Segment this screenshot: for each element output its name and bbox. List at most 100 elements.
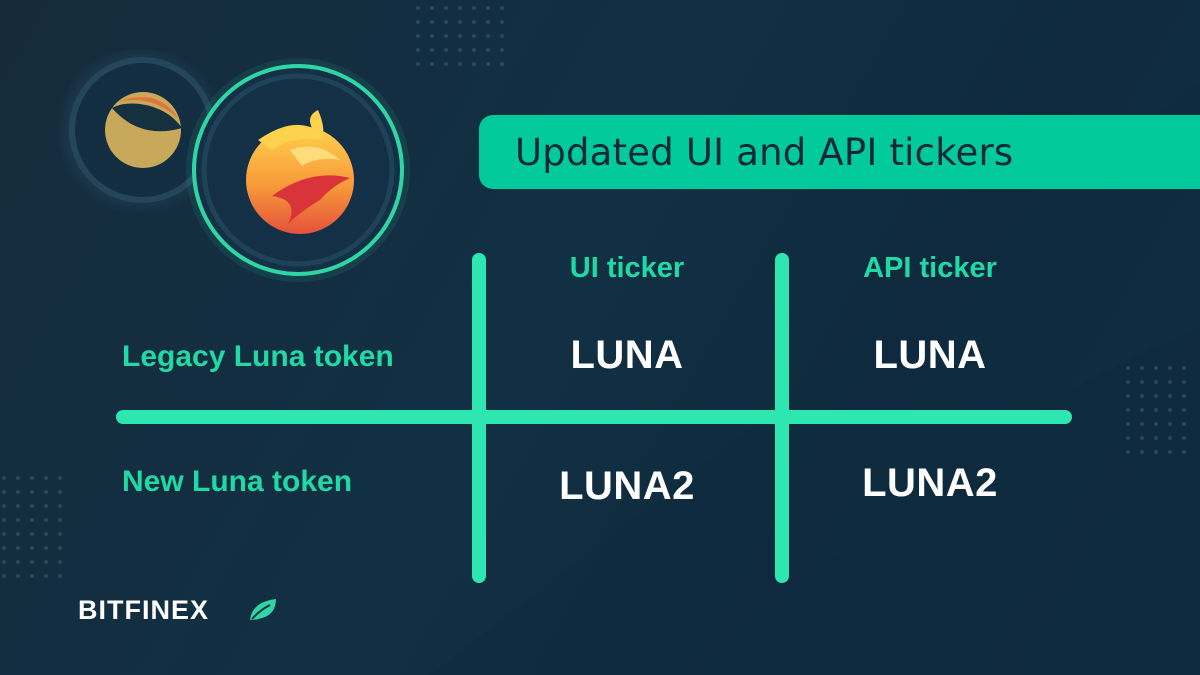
decor-dot — [472, 6, 476, 10]
decor-dot — [444, 34, 448, 38]
row-label-new: New Luna token — [122, 465, 353, 498]
decor-dot — [1168, 450, 1172, 454]
decor-dot — [2, 532, 6, 536]
decor-dot — [458, 62, 462, 66]
dot-grid-left — [2, 476, 62, 578]
decor-dot — [1126, 422, 1130, 426]
decor-dot — [58, 504, 62, 508]
decor-dot — [430, 20, 434, 24]
decor-dot — [416, 48, 420, 52]
decor-dot — [1140, 366, 1144, 370]
decor-dot — [486, 20, 490, 24]
decor-dot — [486, 34, 490, 38]
decor-dot — [1126, 366, 1130, 370]
decor-dot — [1168, 408, 1172, 412]
decor-dot — [1182, 436, 1186, 440]
luna-new-coin-icon — [186, 58, 410, 282]
decor-dot — [16, 560, 20, 564]
decor-dot — [58, 490, 62, 494]
decor-dot — [444, 62, 448, 66]
decor-dot — [1182, 366, 1186, 370]
decor-dot — [1154, 408, 1158, 412]
decor-dot — [1126, 408, 1130, 412]
decor-dot — [2, 504, 6, 508]
decor-dot — [1140, 394, 1144, 398]
decor-dot — [1154, 422, 1158, 426]
decor-dot — [1140, 380, 1144, 384]
decor-dot — [2, 518, 6, 522]
decor-dot — [58, 574, 62, 578]
decor-dot — [472, 62, 476, 66]
decor-dot — [444, 6, 448, 10]
decor-dot — [1140, 436, 1144, 440]
decor-dot — [2, 476, 6, 480]
decor-dot — [2, 490, 6, 494]
decor-dot — [1182, 422, 1186, 426]
decor-dot — [500, 48, 504, 52]
decor-dot — [30, 476, 34, 480]
decor-dot — [1168, 422, 1172, 426]
decor-dot — [1140, 422, 1144, 426]
decor-dot — [44, 518, 48, 522]
decor-dot — [58, 546, 62, 550]
decor-dot — [16, 546, 20, 550]
page-title: Updated UI and API tickers — [515, 131, 1014, 174]
decor-dot — [16, 532, 20, 536]
decor-dot — [430, 62, 434, 66]
decor-dot — [1182, 380, 1186, 384]
decor-dot — [486, 48, 490, 52]
decor-dot — [1140, 450, 1144, 454]
decor-dot — [458, 34, 462, 38]
decor-dot — [458, 48, 462, 52]
decor-dot — [44, 546, 48, 550]
decor-dot — [58, 518, 62, 522]
dot-grid-right — [1126, 366, 1186, 454]
decor-dot — [1126, 450, 1130, 454]
decor-dot — [416, 6, 420, 10]
decor-dot — [430, 34, 434, 38]
decor-dot — [58, 560, 62, 564]
decor-dot — [16, 518, 20, 522]
cell-legacy-ui: LUNA — [570, 333, 684, 377]
decor-dot — [472, 48, 476, 52]
decor-dot — [416, 20, 420, 24]
decor-dot — [1126, 380, 1130, 384]
decor-dot — [1182, 394, 1186, 398]
cell-legacy-api: LUNA — [873, 333, 987, 377]
decor-dot — [500, 6, 504, 10]
decor-dot — [486, 62, 490, 66]
decor-dot — [1126, 394, 1130, 398]
decor-dot — [416, 62, 420, 66]
decor-dot — [2, 546, 6, 550]
decor-dot — [458, 6, 462, 10]
decor-dot — [458, 20, 462, 24]
coin-group — [55, 50, 410, 282]
decor-dot — [44, 574, 48, 578]
decor-dot — [1168, 394, 1172, 398]
decor-dot — [30, 560, 34, 564]
decor-dot — [30, 532, 34, 536]
decor-dot — [500, 62, 504, 66]
column-header-ui-ticker: UI ticker — [569, 252, 685, 284]
decor-dot — [30, 490, 34, 494]
decor-dot — [430, 6, 434, 10]
decor-dot — [2, 574, 6, 578]
decor-dot — [444, 20, 448, 24]
decor-dot — [416, 34, 420, 38]
decor-dot — [1182, 408, 1186, 412]
decor-dot — [1168, 380, 1172, 384]
decor-dot — [500, 20, 504, 24]
row-label-legacy: Legacy Luna token — [122, 340, 394, 373]
brand-logo-text: BITFINEX — [78, 595, 210, 625]
decor-dot — [1182, 450, 1186, 454]
decor-dot — [30, 504, 34, 508]
decor-dot — [2, 560, 6, 564]
decor-dot — [1168, 366, 1172, 370]
decor-dot — [30, 518, 34, 522]
decor-dot — [44, 532, 48, 536]
decor-dot — [44, 476, 48, 480]
decor-dot — [1154, 394, 1158, 398]
decor-dot — [16, 504, 20, 508]
